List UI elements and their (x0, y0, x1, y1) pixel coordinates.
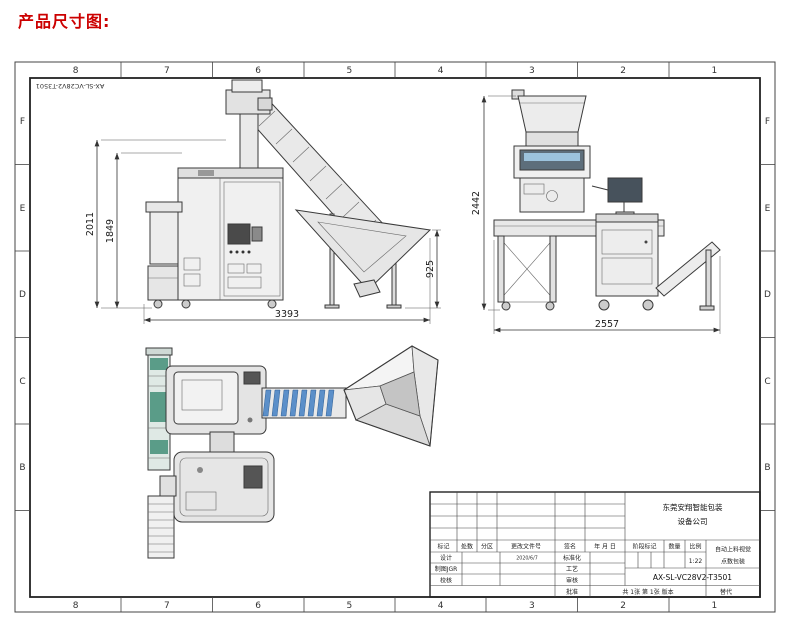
grid-row-label: B (19, 463, 25, 473)
top-view-drawing (145, 345, 439, 559)
dim-front-width: 3393 (275, 309, 299, 320)
front-incline-conveyor (236, 93, 402, 309)
side-incline-chute (655, 241, 721, 311)
top-vision-body (165, 365, 267, 435)
tb-product-line1: 自动上料视觉 (715, 546, 751, 554)
grid-column-labels: 8 7 6 5 4 3 2 1 8 7 6 5 4 3 2 1 (73, 66, 718, 611)
tb-product-line2: 点数包装 (721, 558, 745, 566)
front-elevator-head (225, 79, 273, 169)
tb-substitute: 替代 (720, 588, 732, 596)
top-ladder (147, 475, 177, 559)
tb-sheet-count: 共 1张 第 1张 版本 (622, 588, 673, 596)
grid-row-label: E (20, 204, 26, 214)
front-casters (153, 299, 277, 309)
dim-front-chute-height: 925 (425, 260, 436, 278)
front-view-drawing (145, 79, 432, 309)
top-funnel (343, 345, 439, 447)
grid-col-label: 4 (438, 66, 444, 76)
sheet-frame: 8 7 6 5 4 3 2 1 8 7 6 5 4 3 2 1 F E (14, 61, 776, 613)
tb-qty: 数量 (668, 543, 680, 551)
grid-col-label: 4 (438, 601, 444, 611)
grid-row-label: F (765, 117, 770, 127)
tb-rev-mark: 标记 (437, 543, 449, 551)
top-packer-body (173, 431, 275, 523)
grid-row-label: B (764, 463, 770, 473)
dim-side-width: 2557 (595, 319, 619, 330)
tb-rev-count: 处数 (461, 543, 473, 551)
grid-col-label: 6 (255, 66, 261, 76)
tb-col-review: 审核 (566, 577, 578, 585)
grid-col-label: 3 (529, 66, 535, 76)
grid-ticks (15, 62, 775, 612)
grid-col-label: 7 (164, 601, 170, 611)
grid-row-labels: F E D C B F E D C B (19, 117, 771, 473)
side-cabinet (595, 213, 659, 311)
side-view-drawing (493, 89, 721, 311)
grid-col-label: 7 (164, 66, 170, 76)
inner-border (29, 77, 761, 598)
tb-drawing-number: AX-SL-VC28V2-T3501 (653, 573, 732, 582)
front-hopper-unit (145, 201, 183, 301)
front-view-dimensions: 2011 1849 925 3393 (85, 139, 441, 324)
top-belt-conveyor (261, 387, 347, 419)
grid-row-label: C (764, 377, 770, 387)
grid-col-label: 1 (712, 601, 718, 611)
tb-scale-value: 1:22 (689, 558, 703, 565)
grid-col-label: 8 (73, 601, 79, 611)
tb-rev-date: 年 月 日 (594, 543, 616, 551)
tb-company-line2: 设备公司 (678, 516, 708, 526)
grid-col-label: 3 (529, 601, 535, 611)
tb-company-line1: 东莞安翔智能包装 (663, 502, 723, 512)
grid-row-label: E (765, 204, 771, 214)
tb-row-draft: 制图JGR (435, 565, 458, 573)
tb-col-standard: 标准化 (563, 554, 581, 562)
grid-col-label: 5 (347, 601, 353, 611)
side-monitor (591, 177, 643, 217)
page-title: 产品尺寸图: (18, 12, 111, 31)
corner-drawing-code: AX-SL-VC28V2-T3501 (36, 82, 105, 90)
tb-col-approve: 批准 (566, 588, 578, 596)
grid-col-label: 1 (712, 66, 718, 76)
grid-col-label: 6 (255, 601, 261, 611)
dim-side-height: 2442 (471, 191, 482, 215)
grid-col-label: 8 (73, 66, 79, 76)
outer-border (14, 61, 776, 613)
side-leg-frame (497, 235, 557, 311)
grid-row-label: D (19, 290, 26, 300)
grid-col-label: 2 (620, 601, 626, 611)
title-block: 标记 处数 分区 更改文件号 签名 年 月 日 设计 制图JGR 校核 2020… (429, 491, 761, 598)
tb-scale: 比例 (689, 543, 701, 551)
tb-rev-sign: 签名 (564, 543, 576, 551)
front-display-screen (227, 223, 251, 245)
grid-row-label: D (764, 290, 771, 300)
side-view-dimensions: 2442 2557 (471, 95, 721, 334)
dim-front-body-height: 1849 (105, 219, 116, 243)
front-discharge-funnel (294, 209, 432, 298)
dim-front-total-height: 2011 (85, 212, 96, 236)
tb-rev-zone: 分区 (481, 543, 493, 551)
tb-col-process: 工艺 (566, 565, 578, 573)
front-main-cabinet (177, 167, 284, 301)
grid-col-label: 2 (620, 66, 626, 76)
side-hopper (511, 89, 587, 147)
tb-stage-mark: 阶段标记 (632, 543, 656, 551)
side-vision-head (513, 145, 591, 213)
grid-row-label: C (19, 377, 25, 387)
tb-rev-doc: 更改文件号 (511, 543, 541, 551)
grid-col-label: 5 (347, 66, 353, 76)
tb-design-date: 2020/6/7 (516, 556, 538, 562)
grid-row-label: F (20, 117, 25, 127)
tb-row-check: 校核 (440, 577, 452, 585)
tb-row-design: 设计 (440, 554, 452, 562)
top-elevator-strip (145, 347, 173, 471)
